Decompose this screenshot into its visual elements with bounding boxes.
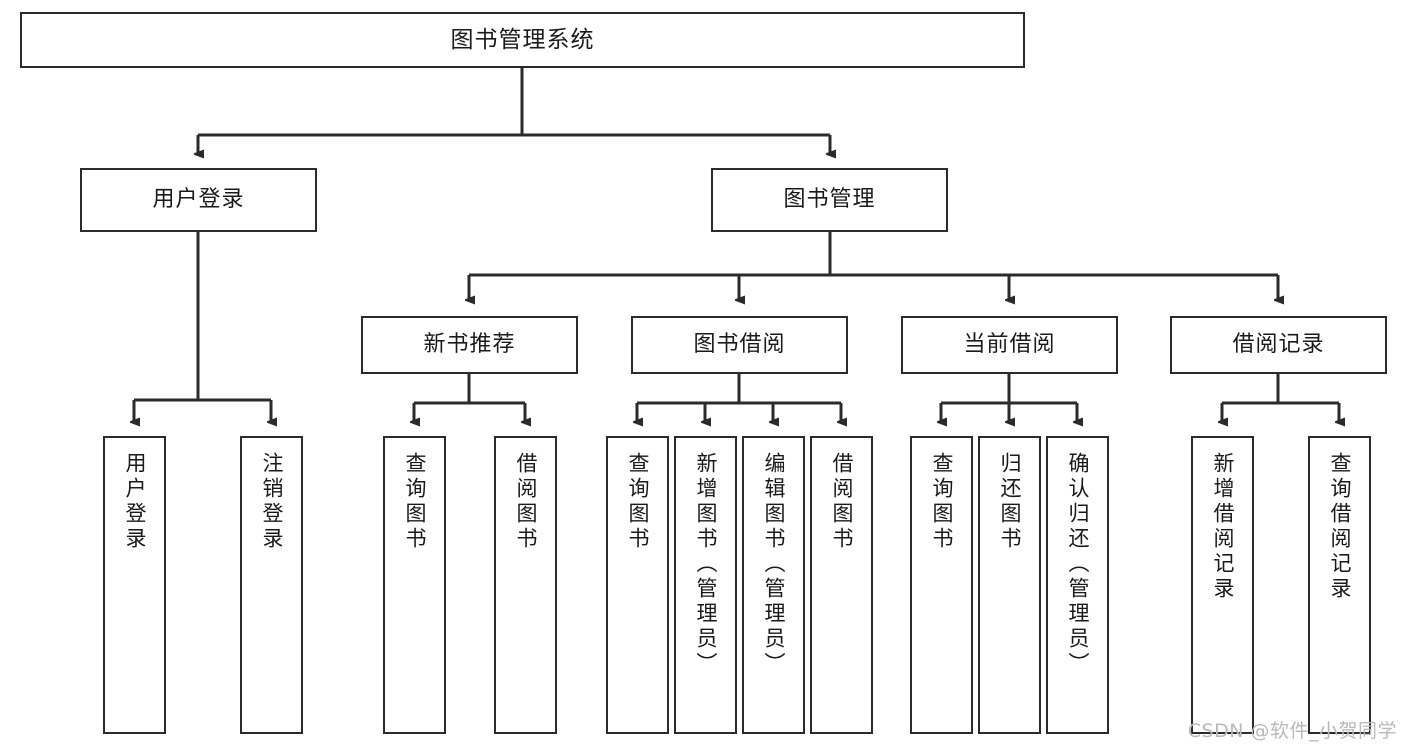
node-borrow-record[interactable]: 借阅记录 bbox=[1170, 316, 1387, 374]
node-label: 注销登录 bbox=[260, 452, 285, 552]
node-label: 归还图书 bbox=[998, 452, 1023, 552]
leaf-query-book-current[interactable]: 查询图书 bbox=[910, 436, 973, 734]
node-label: 查询图书 bbox=[403, 452, 428, 552]
leaf-query-borrow-record[interactable]: 查询借阅记录 bbox=[1308, 436, 1371, 734]
leaf-confirm-return-admin[interactable]: 确认归还（管理员） bbox=[1046, 436, 1109, 734]
node-label: 查询图书 bbox=[626, 452, 651, 552]
node-label: 新书推荐 bbox=[423, 332, 516, 358]
node-label: 用户登录 bbox=[152, 187, 245, 213]
leaf-user-login[interactable]: 用户登录 bbox=[103, 436, 166, 734]
leaf-borrow-book[interactable]: 借阅图书 bbox=[810, 436, 873, 734]
node-label: 用户登录 bbox=[123, 452, 148, 552]
node-label: 查询借阅记录 bbox=[1328, 452, 1353, 602]
node-label: 图书借阅 bbox=[693, 332, 786, 358]
leaf-query-book-borrow[interactable]: 查询图书 bbox=[606, 436, 669, 734]
node-label: 新增借阅记录 bbox=[1211, 452, 1236, 602]
node-label: 借阅图书 bbox=[830, 452, 855, 552]
node-label: 确认归还（管理员） bbox=[1066, 452, 1091, 677]
node-label: 新增图书（管理员） bbox=[694, 452, 719, 677]
leaf-edit-book-admin[interactable]: 编辑图书（管理员） bbox=[742, 436, 805, 734]
node-label: 编辑图书（管理员） bbox=[762, 452, 787, 677]
leaf-logout[interactable]: 注销登录 bbox=[240, 436, 303, 734]
node-label: 借阅记录 bbox=[1232, 332, 1325, 358]
leaf-add-borrow-record[interactable]: 新增借阅记录 bbox=[1191, 436, 1254, 734]
node-new-book-recommend[interactable]: 新书推荐 bbox=[361, 316, 578, 374]
leaf-query-book-recommend[interactable]: 查询图书 bbox=[383, 436, 446, 734]
leaf-return-book[interactable]: 归还图书 bbox=[978, 436, 1041, 734]
node-label: 查询图书 bbox=[930, 452, 955, 552]
leaf-borrow-book-recommend[interactable]: 借阅图书 bbox=[494, 436, 557, 734]
node-current-borrow[interactable]: 当前借阅 bbox=[901, 316, 1118, 374]
node-label: 图书管理系统 bbox=[450, 26, 595, 53]
node-book-borrow[interactable]: 图书借阅 bbox=[631, 316, 848, 374]
node-label: 图书管理 bbox=[783, 187, 876, 213]
node-book-management[interactable]: 图书管理 bbox=[711, 168, 948, 232]
node-label: 借阅图书 bbox=[514, 452, 539, 552]
leaf-add-book-admin[interactable]: 新增图书（管理员） bbox=[674, 436, 737, 734]
node-user-login[interactable]: 用户登录 bbox=[80, 168, 317, 232]
node-root-system[interactable]: 图书管理系统 bbox=[20, 12, 1025, 68]
node-label: 当前借阅 bbox=[963, 332, 1056, 358]
